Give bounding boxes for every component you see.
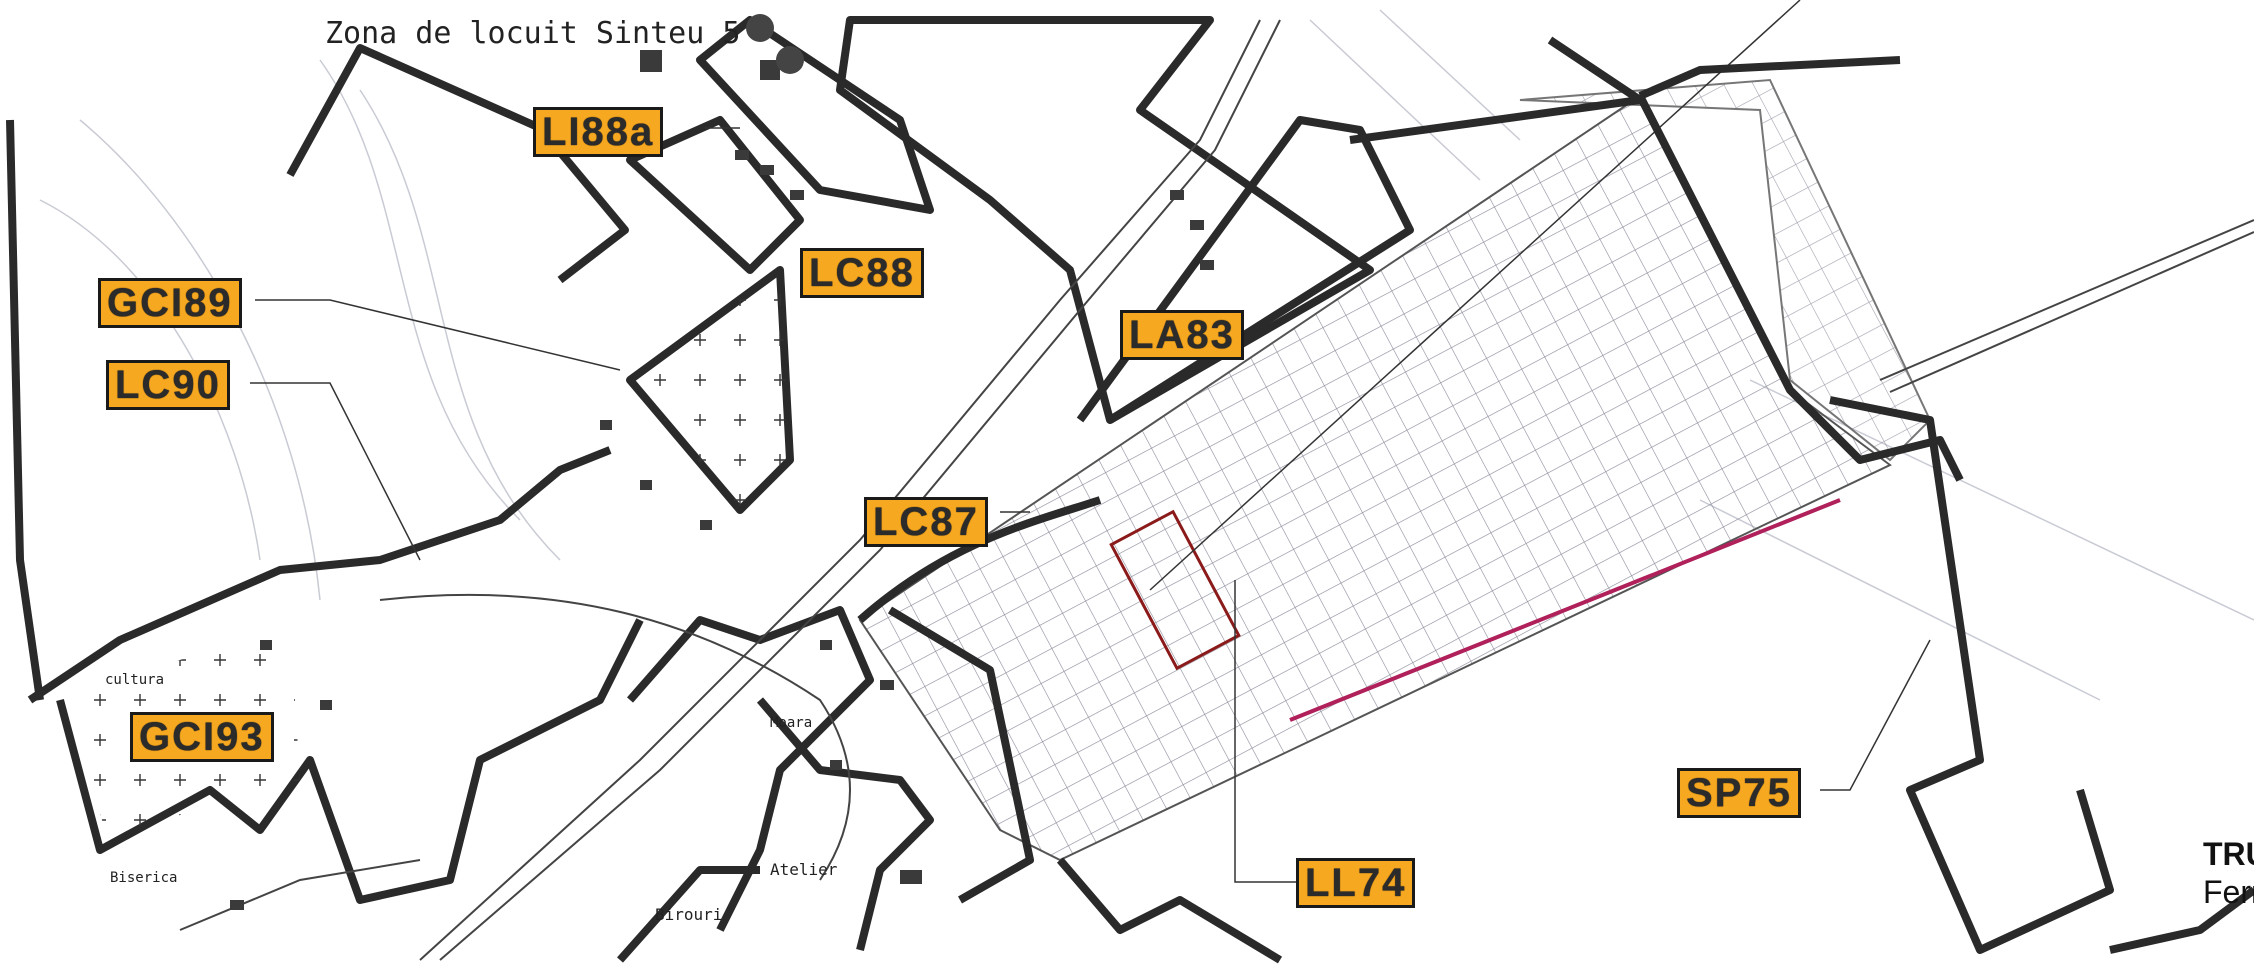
zone-label-gci93: GCI93 xyxy=(130,712,274,762)
zone-label-la83: LA83 xyxy=(1120,310,1244,360)
roads xyxy=(179,19,2254,961)
zone-label-gci89: GCI89 xyxy=(98,278,242,328)
leader-line xyxy=(1149,0,1801,591)
road-edge xyxy=(1289,498,1841,722)
cultura-label: cultura xyxy=(105,672,165,688)
birouri-label: Birouri xyxy=(655,905,723,924)
buildings xyxy=(230,50,1214,910)
zone-label-lc88: LC88 xyxy=(800,248,924,298)
zone-boundaries xyxy=(6,16,2254,964)
highlighted-parcel xyxy=(1109,509,1241,671)
zone-label-ll74: LL74 xyxy=(1296,858,1416,908)
zone-label-sp75: SP75 xyxy=(1677,768,1801,818)
side-text-line1: TRU xyxy=(2203,836,2254,872)
contour-lines xyxy=(39,9,2254,701)
moara-label: Moara xyxy=(770,715,813,731)
tank-icon xyxy=(776,46,804,74)
zone-label-lc87: LC87 xyxy=(864,497,988,547)
map-title: Zona de locuit Sinteu 5 xyxy=(325,16,741,51)
side-text-line2: Ferr xyxy=(2203,874,2254,910)
green-areas xyxy=(70,270,790,850)
biserica-label: Biserica xyxy=(110,870,178,886)
atelier-label: Atelier xyxy=(770,860,838,879)
zone-label-li88a: LI88a xyxy=(533,107,664,157)
tank-icon xyxy=(746,14,774,42)
zone-label-lc90: LC90 xyxy=(106,360,230,410)
